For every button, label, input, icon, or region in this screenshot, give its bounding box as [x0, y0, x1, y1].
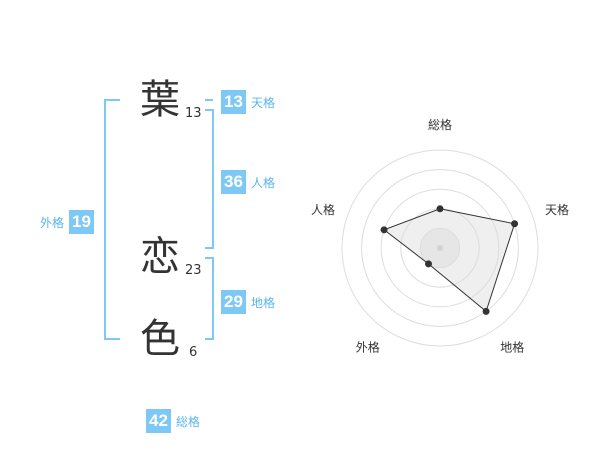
- chikaku-label: 地格: [251, 295, 276, 310]
- radar-point-1: [511, 220, 519, 228]
- gaikaku-label: 外格: [40, 215, 65, 230]
- jinkaku-value: 36: [221, 170, 246, 194]
- radar-axis-label-1: 天格: [545, 202, 569, 217]
- radar-ring-3: [380, 188, 500, 308]
- gaikaku-value: 19: [69, 210, 95, 234]
- chikaku-value: 29: [221, 290, 246, 314]
- radar-point-2: [482, 307, 490, 315]
- radar-point-3: [424, 260, 432, 268]
- name-char-3: 色: [140, 316, 180, 362]
- stroke-count-1: 13: [185, 106, 202, 121]
- jinkaku-bracket: [205, 109, 214, 249]
- tenkaku-value: 13: [221, 90, 246, 114]
- radar-center: [437, 245, 443, 251]
- tenkaku-badge: 13 天格: [221, 90, 275, 114]
- radar-axis-label-0: 総格: [428, 117, 452, 132]
- jinkaku-label: 人格: [251, 175, 276, 190]
- chikaku-bracket: [205, 257, 214, 340]
- soukaku-badge: 42 総格: [146, 409, 200, 433]
- radar-ring-4: [361, 169, 519, 327]
- gaikaku-bracket: [104, 99, 120, 340]
- stroke-count-3: 6: [189, 345, 198, 360]
- radar-shape: [383, 208, 516, 313]
- radar-point-0: [436, 205, 444, 213]
- bracket-lines: [104, 99, 214, 340]
- radar-point-4: [380, 226, 388, 234]
- radar-axis-label-3: 外格: [356, 340, 380, 355]
- name-char-1: 葉: [140, 77, 180, 123]
- soukaku-label: 総格: [176, 414, 201, 429]
- radar-axis-label-4: 人格: [311, 202, 335, 217]
- chikaku-badge: 29 地格: [221, 290, 275, 314]
- radar-axis-label-2: 地格: [500, 340, 524, 355]
- radar-ring-5: [341, 149, 539, 347]
- gaikaku-badge: 外格 19: [40, 210, 95, 234]
- stroke-count-2: 23: [185, 263, 202, 278]
- tenkaku-label: 天格: [251, 95, 276, 110]
- soukaku-value: 42: [146, 409, 171, 433]
- jinkaku-badge: 36 人格: [221, 170, 275, 194]
- name-char-2: 恋: [140, 234, 180, 280]
